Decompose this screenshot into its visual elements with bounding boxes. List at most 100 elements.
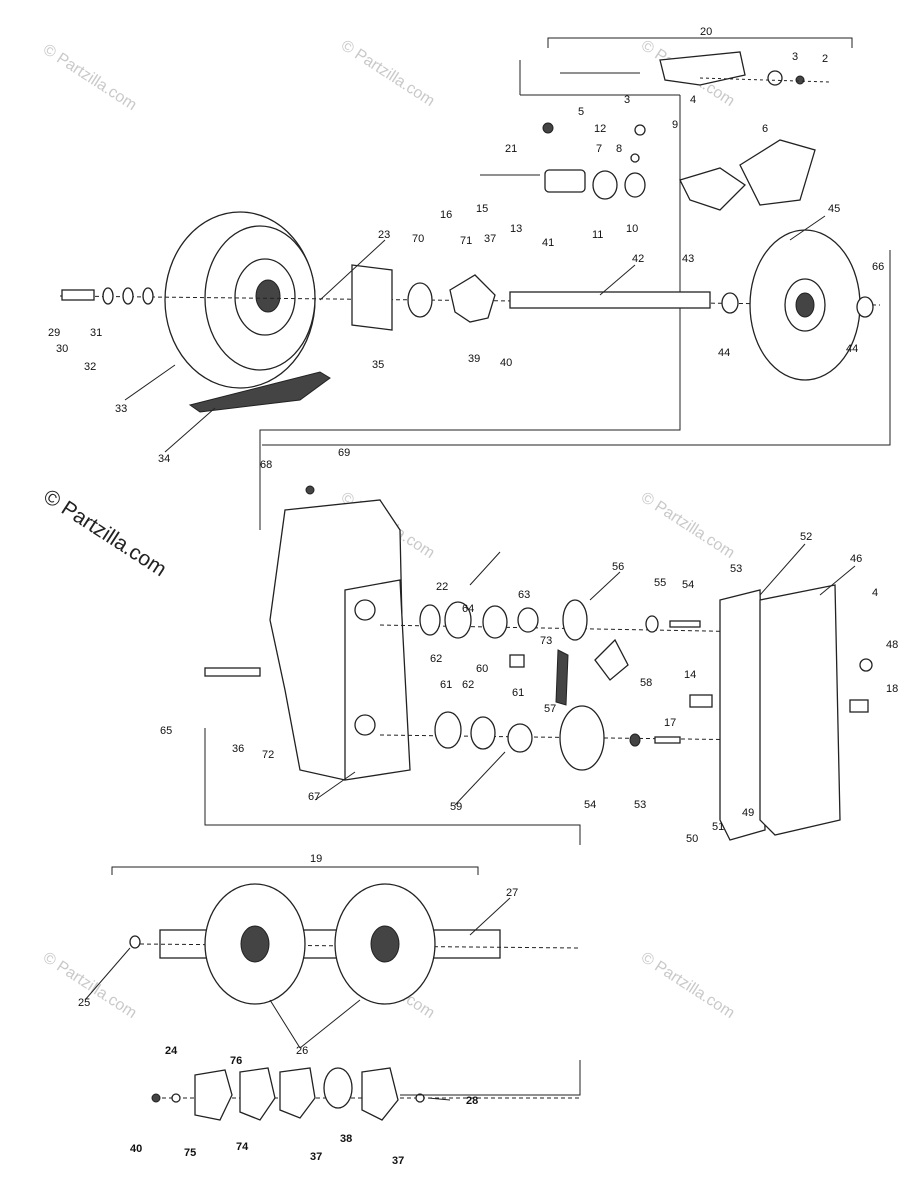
flange-74	[239, 1067, 276, 1121]
callout: 11	[592, 229, 603, 241]
callouts-bottom: 19 27 25 26 24 76 40 75 74 37 38 37 28	[78, 853, 518, 1167]
callout: 56	[612, 561, 624, 573]
callout: 12	[594, 123, 606, 135]
callout: 36	[232, 743, 244, 755]
shaft-42	[509, 291, 711, 309]
bolt-63	[469, 551, 501, 586]
callout: 53	[730, 563, 742, 575]
bolt-53	[669, 620, 701, 628]
washer-44	[721, 292, 739, 314]
callouts-middle: 68 69 56 55 54 53 52 46 4 48 18 22 63 64…	[160, 447, 898, 845]
callout: 18	[886, 683, 898, 695]
callout: 21	[505, 143, 517, 155]
gasket-52	[719, 589, 766, 841]
bearing-64	[444, 601, 472, 639]
sprocket-58	[559, 705, 605, 771]
callouts-top: 2 3 3 4 5 6 7 8 9 10 11 12 13 15 16 20 2…	[48, 26, 884, 465]
callout: 23	[378, 229, 390, 241]
callout: 67	[308, 791, 320, 803]
cover-46	[759, 584, 841, 836]
flange-37b	[279, 1067, 316, 1119]
callout: 45	[828, 203, 840, 215]
plug-48	[859, 658, 873, 672]
callout: 20	[700, 26, 712, 38]
callout: 40	[130, 1143, 142, 1155]
callout: 41	[542, 237, 554, 249]
assembly-frame	[259, 60, 681, 530]
callout: 2	[822, 53, 828, 65]
callout: 71	[460, 235, 472, 247]
callout: 8	[616, 143, 622, 155]
callout: 6	[762, 123, 768, 135]
callout: 55	[654, 577, 666, 589]
callout: 51	[712, 821, 724, 833]
pin-7	[634, 124, 646, 136]
callout: 35	[372, 359, 384, 371]
belt-34	[188, 371, 331, 413]
washer-31	[122, 287, 134, 305]
callout: 53	[634, 799, 646, 811]
bolt-28	[415, 1093, 425, 1103]
watermark: © Partzilla.com	[40, 949, 140, 1022]
callout: 24	[165, 1045, 178, 1057]
washer-59	[507, 723, 533, 753]
spacer-61	[470, 716, 496, 750]
nut-3	[767, 70, 783, 86]
washer-24	[171, 1093, 181, 1103]
callout: 25	[78, 997, 90, 1009]
callout: 22	[436, 581, 448, 593]
callout: 29	[48, 327, 60, 339]
callout: 65	[160, 725, 172, 737]
watermark: © Partzilla.com	[638, 949, 738, 1022]
callout: 43	[682, 253, 694, 265]
callout: 19	[310, 853, 322, 865]
watermark-main: © Partzilla.com	[39, 485, 170, 581]
seal-22	[419, 604, 441, 636]
callout: 17	[664, 717, 676, 729]
spacer-62	[482, 605, 508, 639]
assembly-frame-2	[262, 250, 891, 446]
callout: 3	[624, 94, 630, 106]
callout: 74	[236, 1141, 249, 1153]
callout: 49	[742, 807, 754, 819]
callout: 38	[340, 1133, 352, 1145]
watermark: © Partzilla.com	[40, 41, 140, 114]
nut-40	[151, 1093, 161, 1103]
callout: 61	[512, 687, 524, 699]
callout: 3	[792, 51, 798, 63]
callout: 54	[682, 579, 694, 591]
callout: 68	[260, 459, 272, 471]
sprocket-56	[562, 599, 588, 641]
callout: 59	[450, 801, 462, 813]
callout: 62	[462, 679, 474, 691]
callout: 44	[718, 347, 730, 359]
axis-line	[699, 77, 831, 83]
callout: 57	[544, 703, 556, 715]
callout: 4	[872, 587, 878, 599]
disc-bore	[795, 292, 815, 318]
callout: 72	[262, 749, 274, 761]
callout: 34	[158, 453, 170, 465]
callout: 9	[672, 119, 678, 131]
callout: 14	[684, 669, 696, 681]
bracket-20	[547, 37, 853, 48]
fitting-21	[542, 122, 554, 134]
callout: 75	[184, 1147, 196, 1159]
bolt-53b	[654, 736, 681, 744]
callout: 26	[296, 1045, 308, 1057]
callout: 32	[84, 361, 96, 373]
callout: 37	[484, 233, 496, 245]
callout: 73	[540, 635, 552, 647]
plate-70	[351, 264, 393, 331]
watermark: © Partzilla.com	[338, 37, 438, 110]
bracket-19	[111, 866, 479, 875]
middle-assembly	[204, 485, 873, 845]
watermark: © Partzilla.com	[638, 489, 738, 562]
bracket-plate-4	[659, 51, 746, 86]
sprocket-left-bore	[240, 925, 270, 963]
callout: 27	[506, 887, 518, 899]
nut-66	[856, 296, 874, 318]
callout: 13	[510, 223, 522, 235]
top-assembly	[59, 37, 891, 530]
